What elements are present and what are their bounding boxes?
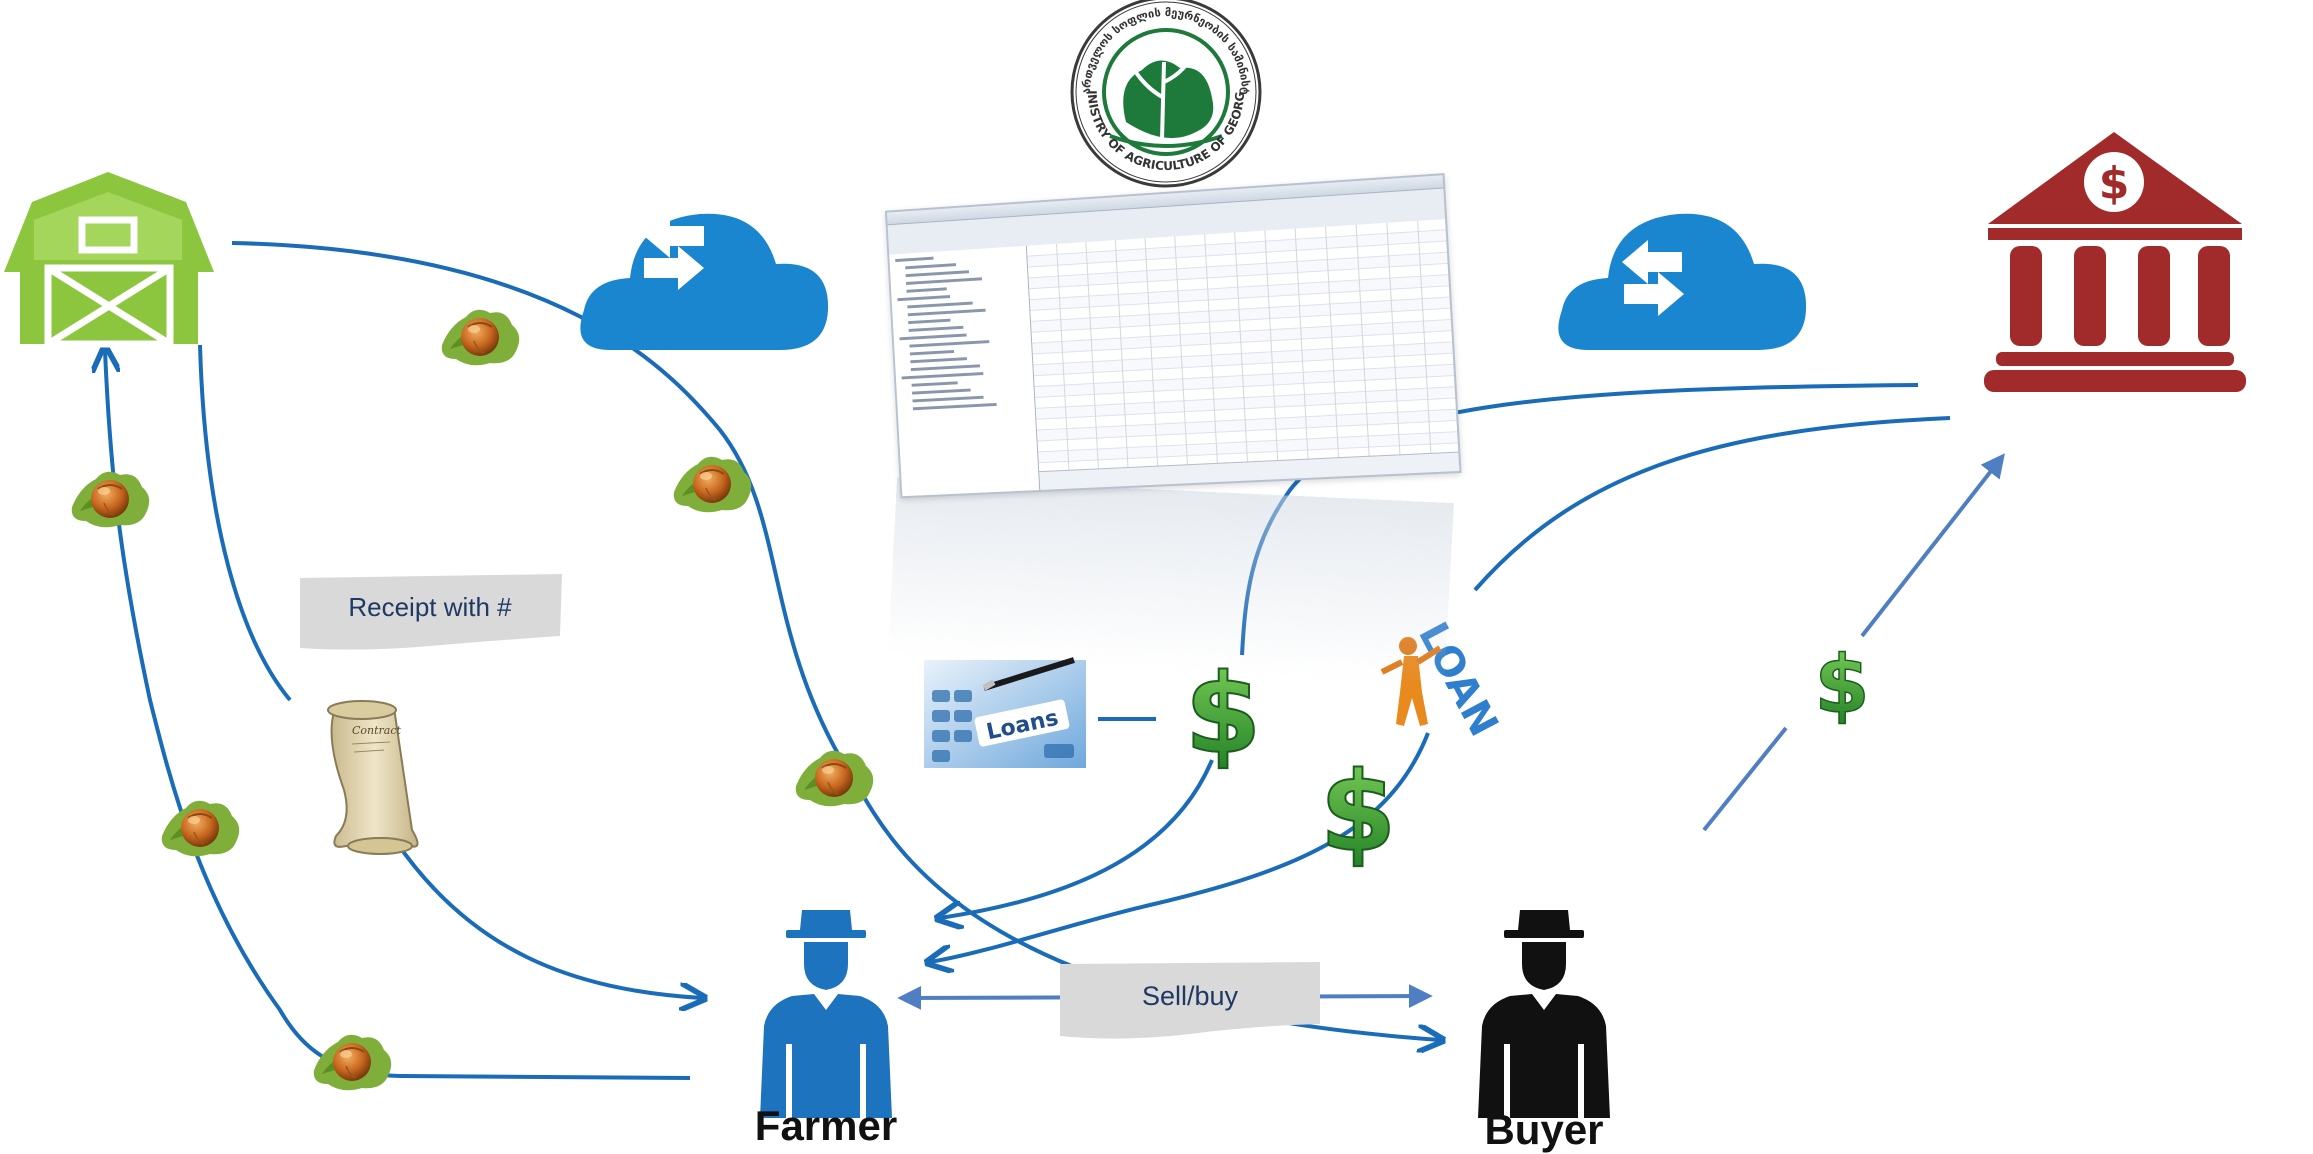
buyer-icon — [1478, 910, 1610, 1118]
software-reflection — [888, 477, 1454, 687]
software-tree-item — [912, 402, 997, 411]
sell-buy-callout: Sell/buy — [1060, 962, 1320, 1039]
software-tree-item — [895, 256, 934, 263]
software-screenshot — [884, 173, 1462, 499]
arrow-bank-to-loan-figure — [1473, 416, 1951, 592]
software-tree-item — [909, 349, 955, 356]
svg-text:$: $ — [2099, 158, 2130, 209]
arrow-loans-to-farmer — [940, 759, 1214, 918]
hazelnut-icon — [70, 470, 151, 529]
software-tree-item — [908, 318, 951, 325]
software-tree-item — [907, 301, 973, 309]
hazelnut-icon — [312, 1033, 393, 1092]
software-tree-item — [912, 395, 984, 403]
sell-buy-callout-text: Sell/buy — [1142, 981, 1239, 1011]
software-tree-item — [910, 364, 981, 372]
software-tree-item — [909, 340, 990, 348]
farmer-label: Farmer — [754, 1102, 898, 1149]
receipt-callout-text: Receipt with # — [348, 592, 512, 622]
hazelnut-icon — [160, 799, 241, 858]
software-tree-item — [905, 270, 970, 278]
software-data-grid — [1026, 219, 1460, 486]
software-tree-item — [897, 295, 951, 302]
software-tree-item — [905, 263, 957, 270]
hazelnut-icon — [440, 308, 521, 367]
software-tree-item — [899, 333, 967, 341]
arrow-barn-to-buyer — [231, 241, 1440, 1040]
hazelnut-icon — [794, 749, 875, 808]
buyer-label: Buyer — [1484, 1106, 1604, 1153]
contract-scroll-label: Contract — [352, 724, 402, 737]
bank-icon: $ — [1984, 132, 2246, 392]
software-tree-item — [908, 325, 964, 332]
arrow-barn-to-farmer — [198, 344, 702, 998]
dollar-icon — [1813, 637, 1871, 732]
software-tree-item — [911, 381, 958, 387]
loans-card-image: Loans — [924, 657, 1086, 768]
hazelnut-icon — [672, 455, 753, 514]
cloud-sync-icon — [1558, 213, 1807, 350]
software-tree-item — [901, 372, 984, 380]
farmer-icon — [760, 910, 892, 1118]
software-tree-item — [906, 287, 947, 293]
receipt-callout: Receipt with # — [300, 574, 562, 650]
contract-scroll-image: Contract — [327, 700, 419, 855]
barn-icon — [4, 172, 214, 348]
software-tree-panel — [889, 245, 1041, 497]
arrow-buyer-to-bank — [1702, 457, 2002, 832]
ministry-logo: საქართველოს სოფლის მეურნეობის სამინისტრო… — [1070, 0, 1262, 188]
software-tree-item — [906, 277, 983, 285]
software-tree-item — [907, 308, 986, 317]
software-tree-item — [911, 388, 971, 395]
cloud-sync-icon — [580, 213, 829, 350]
dollar-icon — [1318, 747, 1398, 877]
arrow-farmer-to-barn — [105, 350, 691, 1080]
software-tree-item — [910, 357, 968, 364]
